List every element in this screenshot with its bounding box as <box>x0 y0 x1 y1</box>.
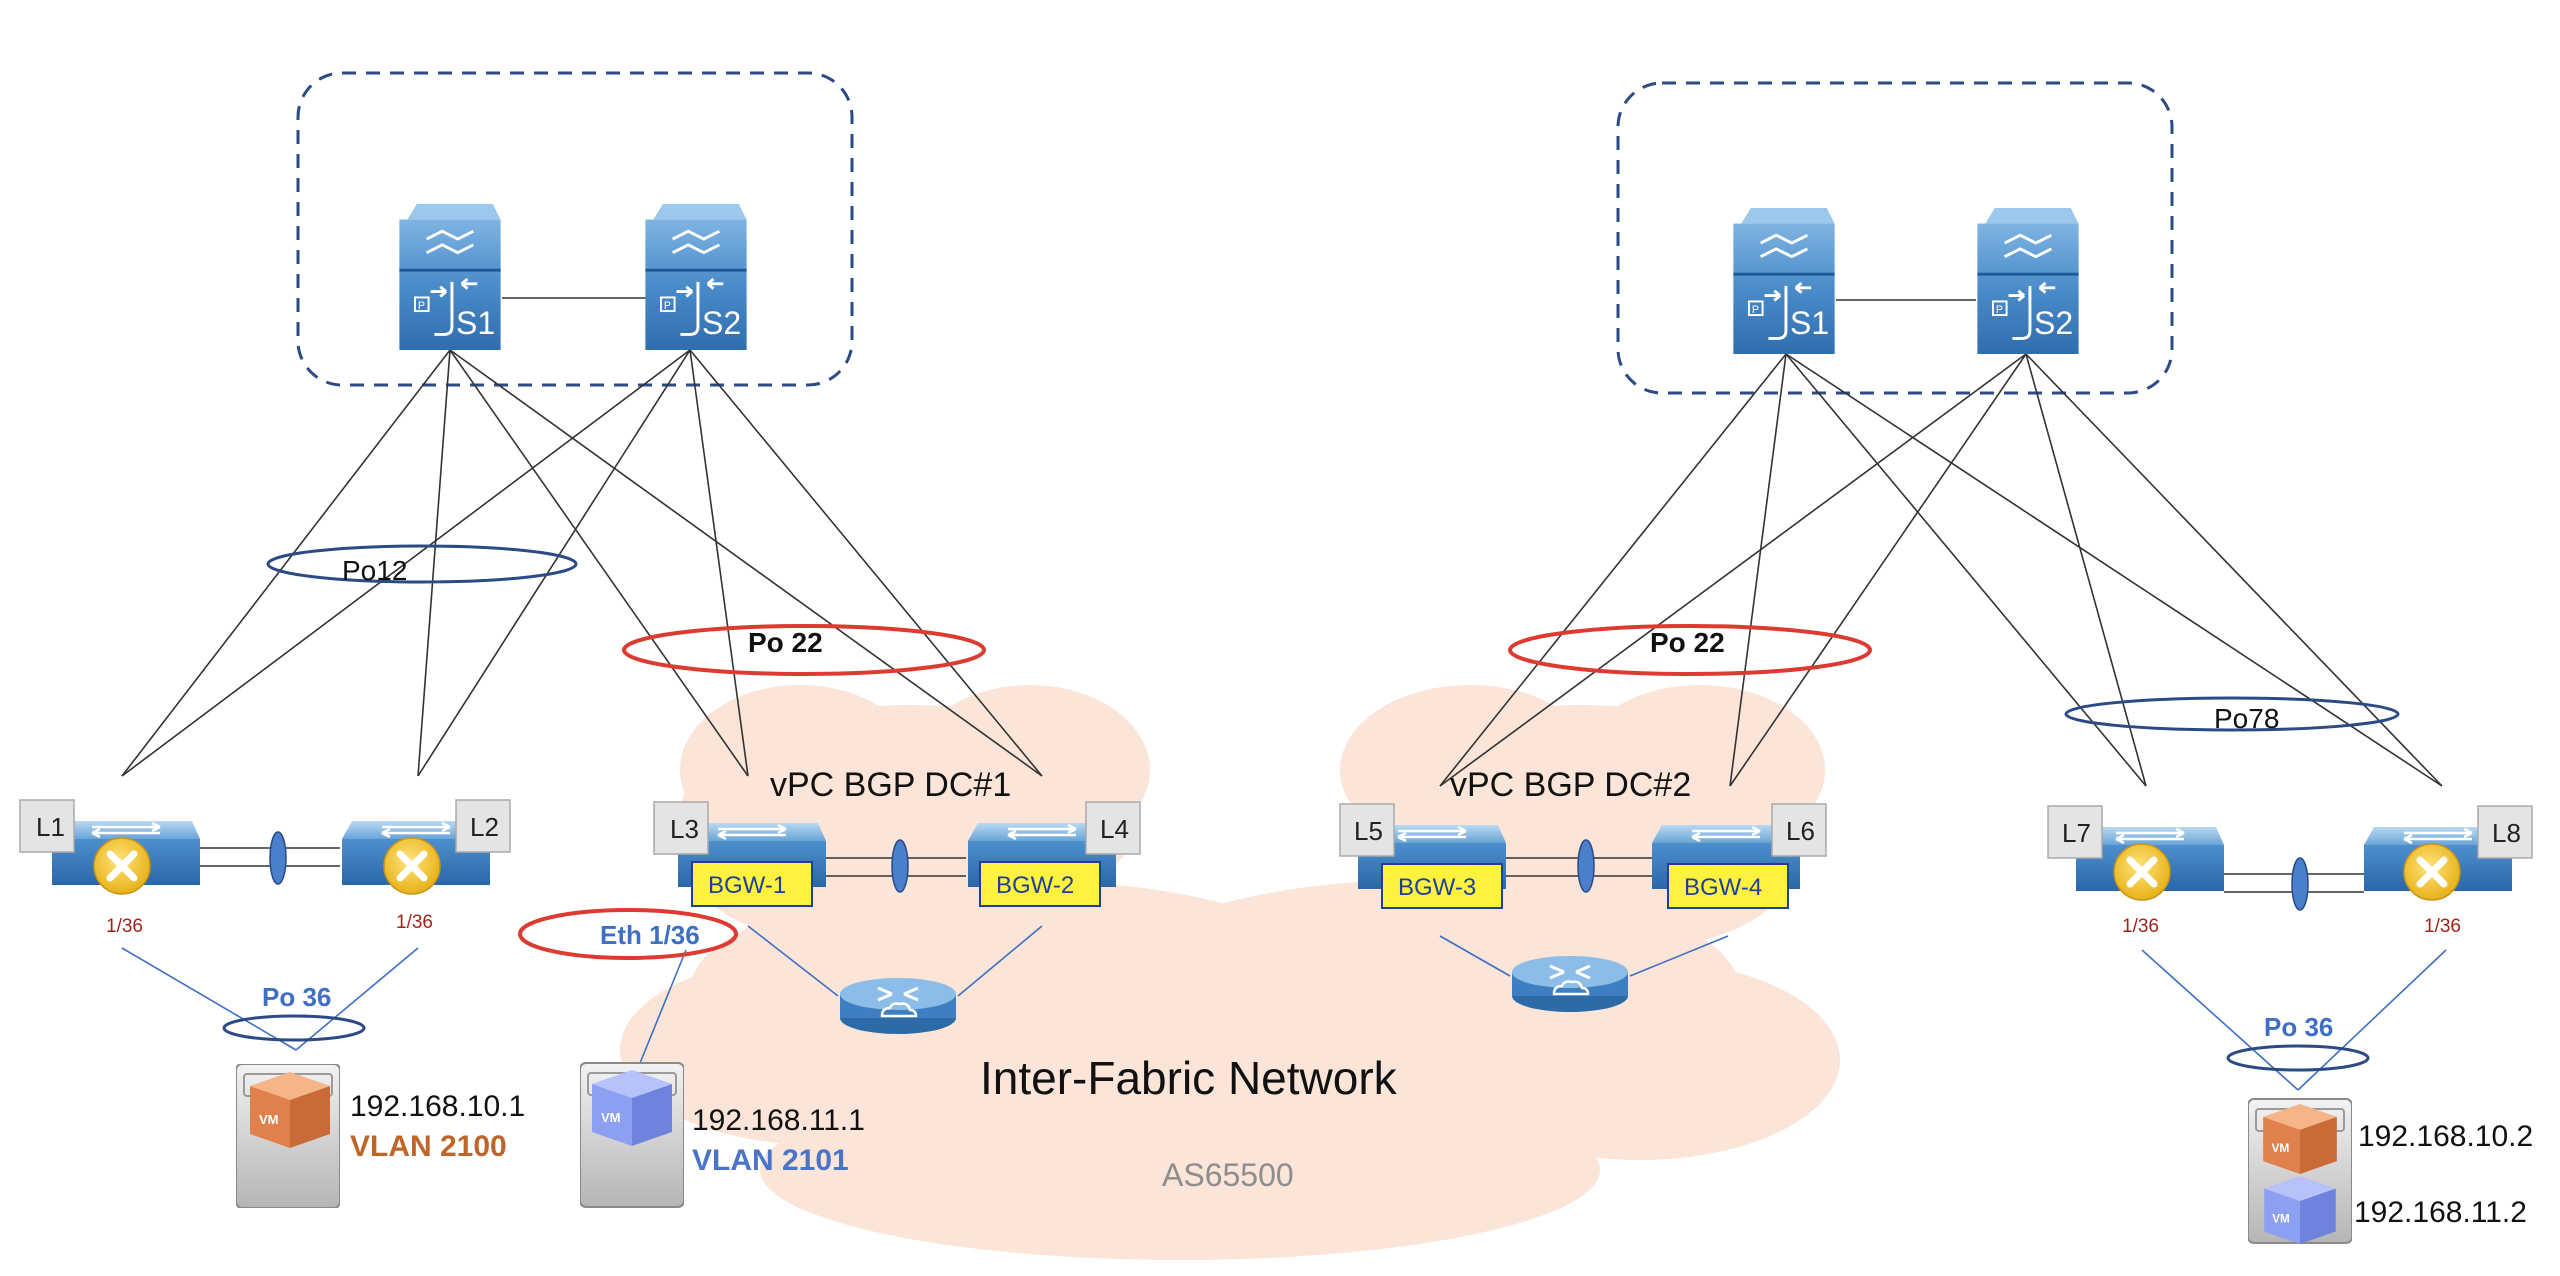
dc1-host-1-vlan: VLAN 2100 <box>350 1130 507 1163</box>
leaf-l6[interactable]: L6 BGW-4 <box>1652 803 1827 909</box>
dc1-host-2[interactable]: 192.168.11.1 VLAN 2101 <box>580 1062 865 1208</box>
bgw-1-label: BGW-1 <box>708 872 786 899</box>
asn-label: AS65500 <box>1162 1157 1294 1193</box>
dc2-cloud <box>1340 685 1825 955</box>
bgw-2-label: BGW-2 <box>996 872 1074 899</box>
dc1-spine-s1[interactable]: S1 <box>398 204 502 350</box>
leaf-l4[interactable]: L4 BGW-2 <box>968 801 1141 907</box>
dc1-host-2-vlan: VLAN 2101 <box>692 1144 849 1177</box>
dc2-spine-s1-label: S1 <box>1790 305 1829 341</box>
leaf-l2-label: L2 <box>470 812 499 842</box>
dc1-po22-bundle-ring <box>622 624 986 676</box>
dc1-vpc-title: vPC BGP DC#1 <box>770 766 1011 804</box>
dc2-vpc-title: vPC BGP DC#2 <box>1450 766 1691 804</box>
leaf-l2[interactable]: L2 <box>342 799 511 894</box>
dc1-host-2-ip: 192.168.11.1 <box>692 1104 865 1137</box>
po78-label: Po78 <box>2214 703 2279 734</box>
leaf-l4-label: L4 <box>1100 814 1129 844</box>
leaf-l5-label: L5 <box>1354 816 1383 846</box>
dc1-po36-label: Po 36 <box>262 982 331 1012</box>
po12-bundle-ring <box>266 544 578 584</box>
dc2-po36-label: Po 36 <box>2264 1012 2333 1042</box>
bgw-3-label: BGW-3 <box>1398 874 1476 901</box>
leaf-l1-label: L1 <box>36 812 65 842</box>
dc1-po36-ring <box>222 1014 366 1042</box>
dc1-host-1-ip: 192.168.10.1 <box>350 1090 525 1123</box>
dc2-l8-port-label: 1/36 <box>2424 916 2461 937</box>
leaf-l3-label: L3 <box>670 814 699 844</box>
eth-1-36-ring <box>518 908 738 960</box>
access-links <box>121 925 2447 1091</box>
dc1-spine-s2-label: S2 <box>702 305 741 341</box>
leaf-l8[interactable]: L8 <box>2364 805 2533 900</box>
dc2-spine-s2-label: S2 <box>2034 305 2073 341</box>
vm-cube-icon <box>2263 1104 2337 1174</box>
dc2-po36-ring <box>2226 1044 2370 1072</box>
dc2-po22-label: Po 22 <box>1650 627 1725 658</box>
leaf-l7[interactable]: L7 <box>2047 805 2224 900</box>
leaf-l5[interactable]: L5 BGW-3 <box>1339 803 1506 909</box>
yellow-x-icon <box>2404 844 2460 900</box>
vm-cube-icon <box>592 1070 672 1146</box>
dc2-spine-s2[interactable]: S2 <box>1976 208 2080 354</box>
dc1-po22-label: Po 22 <box>748 627 823 658</box>
dc1-spine-s2[interactable]: S2 <box>644 204 748 350</box>
vm-cube-icon <box>250 1072 330 1148</box>
leaf-l3[interactable]: L3 BGW-1 <box>653 801 826 907</box>
dc2-po22-bundle-ring <box>1508 624 1872 676</box>
vm-cube-icon <box>2264 1176 2336 1244</box>
inter-fabric-network-label: Inter-Fabric Network <box>980 1052 1398 1104</box>
dc1-l1-port-label: 1/36 <box>106 916 143 937</box>
yellow-x-icon <box>384 838 440 894</box>
yellow-x-icon <box>2114 844 2170 900</box>
eth-1-36-label: Eth 1/36 <box>600 920 700 950</box>
dc1-spine-group-box <box>296 71 854 387</box>
dc1-spine-s1-label: S1 <box>456 305 495 341</box>
po78-bundle-ring <box>2064 696 2400 732</box>
dc1-host-1[interactable]: 192.168.10.1 VLAN 2100 <box>236 1064 525 1208</box>
yellow-x-icon <box>94 838 150 894</box>
dc1-cloud <box>680 685 1150 950</box>
dc2-router-icon[interactable] <box>1510 954 1630 1014</box>
dc2-spine-s1[interactable]: S1 <box>1732 208 1836 354</box>
po12-label: Po12 <box>342 555 407 586</box>
dc2-host[interactable]: 192.168.10.2 192.168.11.2 <box>2248 1097 2533 1245</box>
leaf-l1[interactable]: L1 <box>19 799 200 894</box>
dc2-host-ip-2: 192.168.11.2 <box>2354 1196 2527 1229</box>
bgw-4-label: BGW-4 <box>1684 874 1762 901</box>
fabric-links <box>121 297 2443 893</box>
dc1-router-icon[interactable] <box>838 976 958 1036</box>
dc2-l7-port-label: 1/36 <box>2122 916 2159 937</box>
dc2-host-ip-1: 192.168.10.2 <box>2358 1120 2533 1153</box>
leaf-l8-label: L8 <box>2492 818 2521 848</box>
leaf-l6-label: L6 <box>1786 816 1815 846</box>
dc2-spine-group-box <box>1616 81 2174 395</box>
dc1-l2-port-label: 1/36 <box>396 912 433 933</box>
vpc-peer-link-markers <box>269 831 2309 911</box>
leaf-l7-label: L7 <box>2062 818 2091 848</box>
